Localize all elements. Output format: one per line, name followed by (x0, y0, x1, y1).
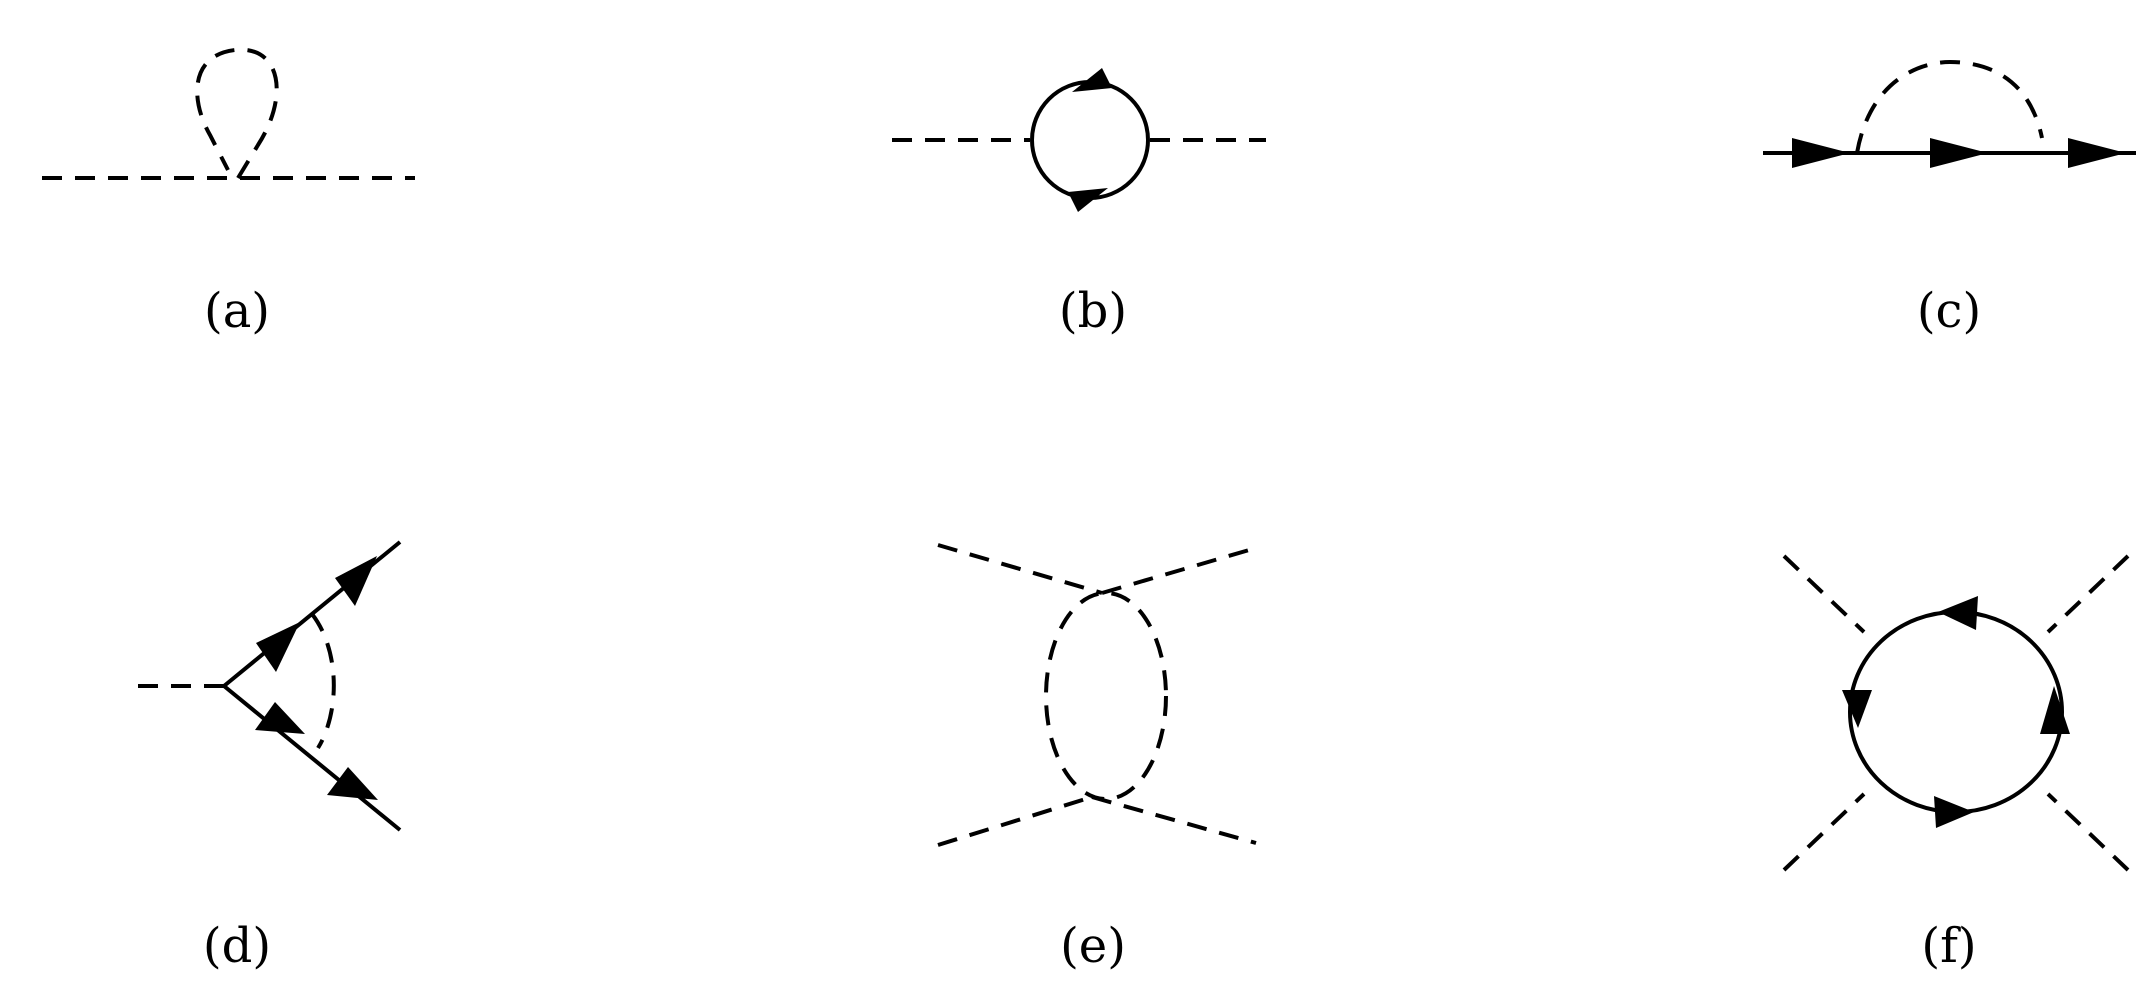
fermion-arrow-lower-2 (327, 767, 378, 800)
diagram-a (42, 47, 415, 180)
scalar-external-bottom-right (2046, 792, 2130, 872)
diagram-b (892, 68, 1266, 212)
fermion-arrow-bottom (1934, 796, 1974, 828)
fermion-arrow-top (1072, 68, 1112, 92)
fermion-arrow-left (1842, 690, 1872, 728)
panel-label-a: (a) (203, 283, 271, 339)
diagram-d (138, 540, 402, 832)
fermion-arrow-top (1938, 596, 1978, 630)
fermion-arrow-right (2040, 686, 2070, 734)
fermion-arrow-upper-2 (335, 556, 377, 606)
scalar-exchange-arc (310, 612, 336, 750)
panel-label-b: (b) (1058, 283, 1128, 339)
diagram-f (1782, 554, 2130, 872)
diagram-c (1763, 59, 2136, 168)
scalar-external-top-right (1101, 546, 1257, 595)
panel-label-f: (f) (1921, 918, 1977, 974)
panel-label-d: (d) (202, 918, 272, 974)
panel-label-e: (e) (1060, 918, 1126, 974)
fermion-line-lower (222, 684, 402, 832)
scalar-tadpole-loop (195, 47, 279, 180)
scalar-bubble-loop (1044, 591, 1168, 801)
scalar-external-bottom-right (1091, 795, 1257, 845)
scalar-external-top-right (2046, 554, 2130, 634)
fermion-arrow-bottom (1068, 188, 1108, 212)
fermion-arrow-lower-1 (255, 702, 305, 734)
fermion-arrow-out (2068, 138, 2126, 168)
panel-label-c: (c) (1916, 283, 1982, 339)
fermion-box-loop (1848, 610, 2064, 814)
scalar-exchange-arc (1855, 59, 2044, 154)
fermion-arrow-middle (1930, 138, 1988, 168)
scalar-external-bottom-left (937, 795, 1093, 847)
scalar-external-top-left (1782, 554, 1866, 634)
fermion-loop (1030, 80, 1150, 200)
fermion-arrow-upper-1 (256, 622, 300, 672)
diagram-e (937, 543, 1257, 847)
scalar-external-bottom-left (1782, 792, 1866, 872)
scalar-external-top-left (937, 543, 1103, 595)
fermion-arrow-in (1792, 138, 1850, 168)
